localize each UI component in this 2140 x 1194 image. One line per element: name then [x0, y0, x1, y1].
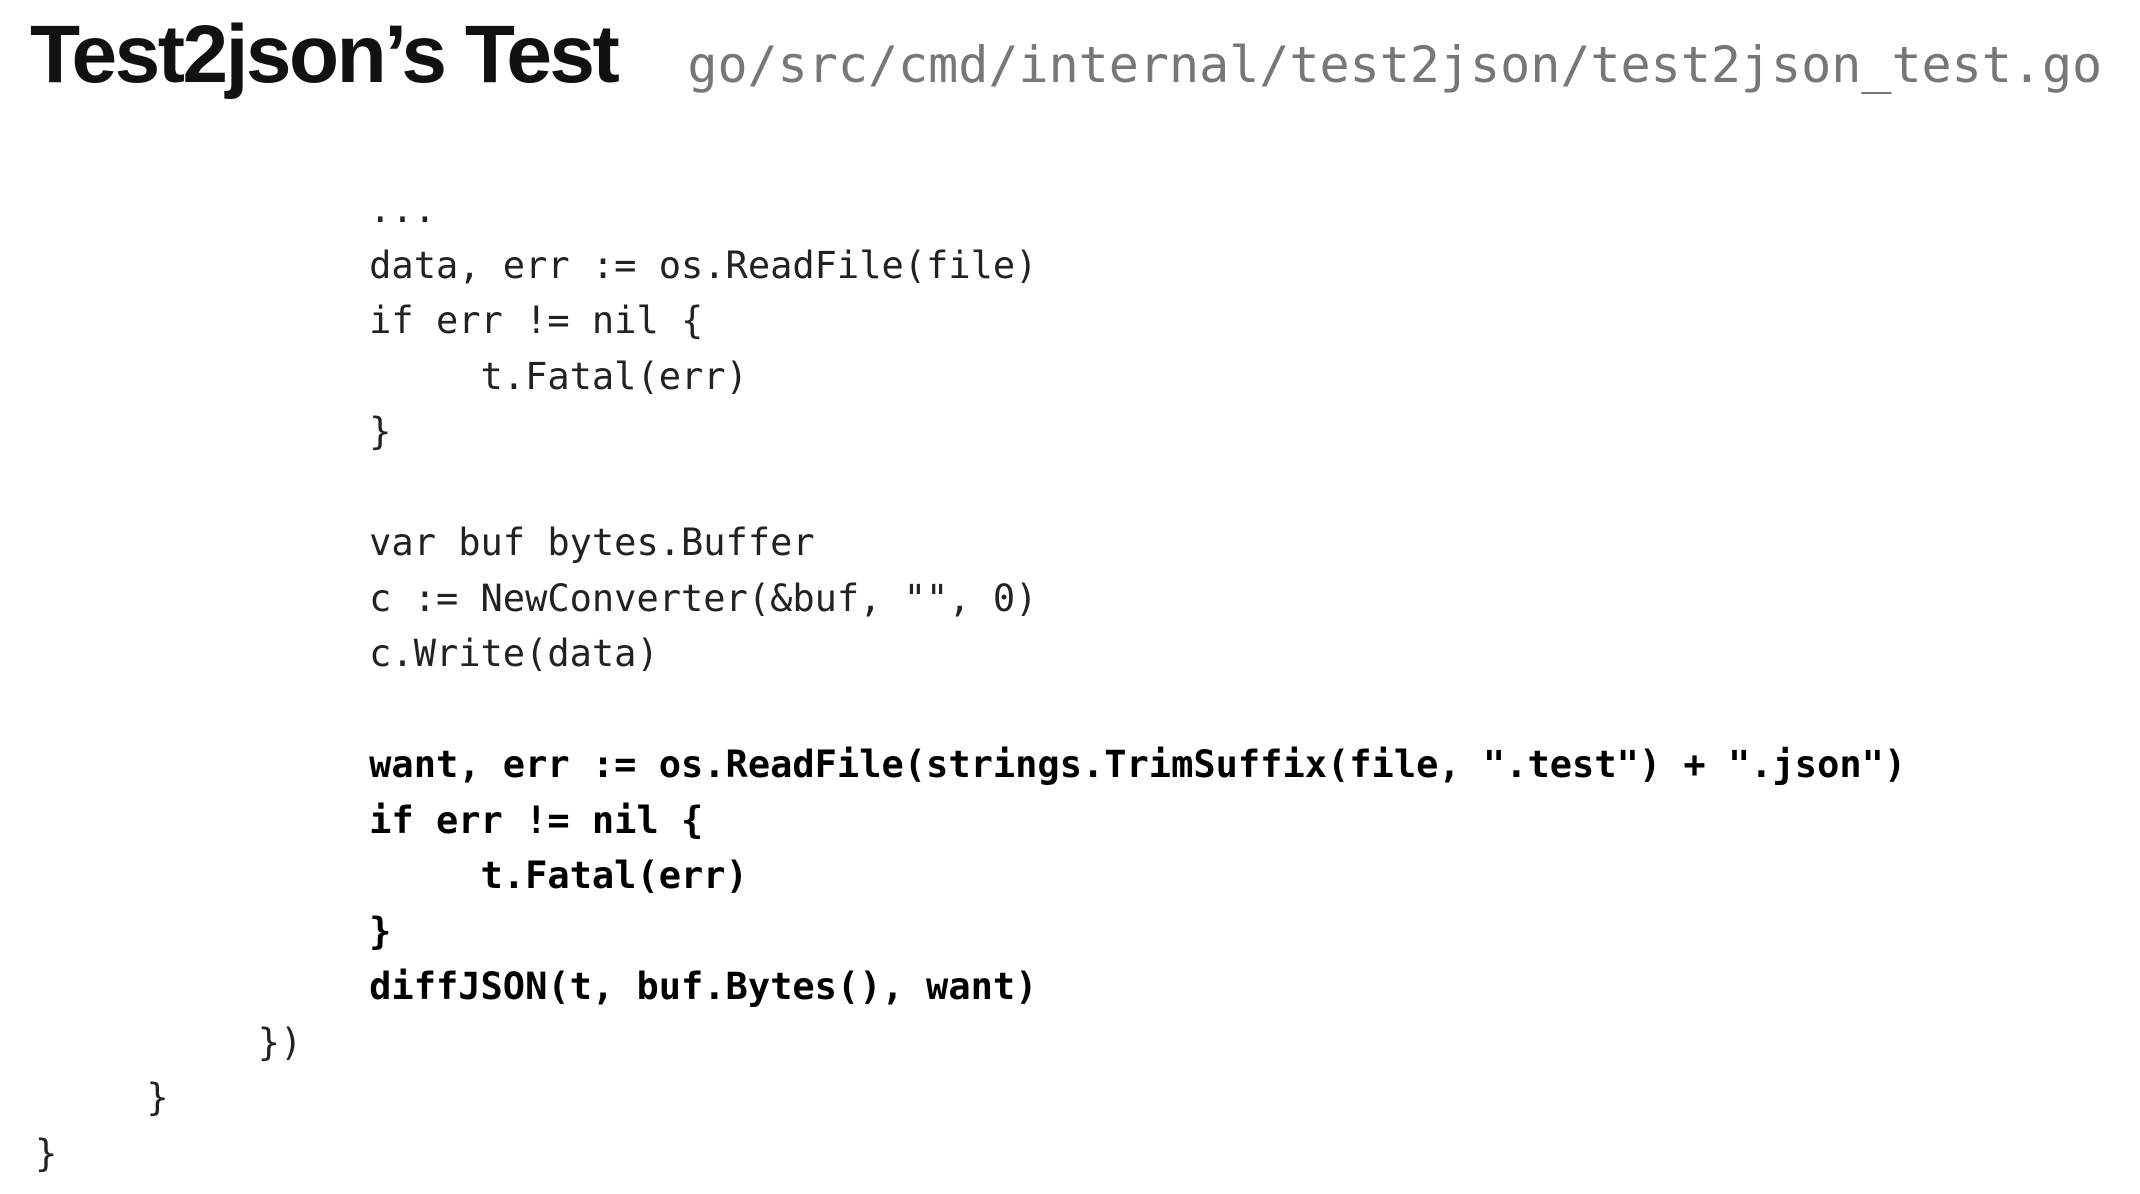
code-line: [35, 682, 2140, 738]
file-path: go/src/cmd/internal/test2json/test2json_…: [687, 36, 2103, 94]
code-line: c := NewConverter(&buf, "", 0): [35, 576, 1038, 620]
code-line: var buf bytes.Buffer: [35, 521, 815, 564]
code-line: t.Fatal(err): [35, 354, 748, 398]
code-line: diffJSON(t, buf.Bytes(), want): [35, 965, 1038, 1008]
code-line: if err != nil {: [35, 299, 704, 342]
code-line: if err != nil {: [35, 798, 704, 842]
page-title: Test2json’s Test: [30, 9, 620, 100]
code-block: ... data, err := os.ReadFile(file) if er…: [35, 182, 2140, 1181]
code-line: t.Fatal(err): [35, 854, 748, 897]
code-line: }: [35, 410, 392, 453]
code-line: data, err := os.ReadFile(file): [35, 243, 1038, 287]
code-line: c.Write(data): [35, 632, 659, 675]
code-line: [35, 460, 2140, 516]
code-line: }: [35, 1131, 58, 1175]
slide-header: Test2json’s Test go/src/cmd/internal/tes…: [30, 0, 2120, 112]
code-line: }: [35, 909, 392, 953]
code-line: want, err := os.ReadFile(strings.TrimSuf…: [35, 743, 1907, 786]
code-line: }): [35, 1020, 303, 1064]
code-line: }: [35, 1076, 169, 1119]
code-line: ...: [35, 188, 436, 231]
